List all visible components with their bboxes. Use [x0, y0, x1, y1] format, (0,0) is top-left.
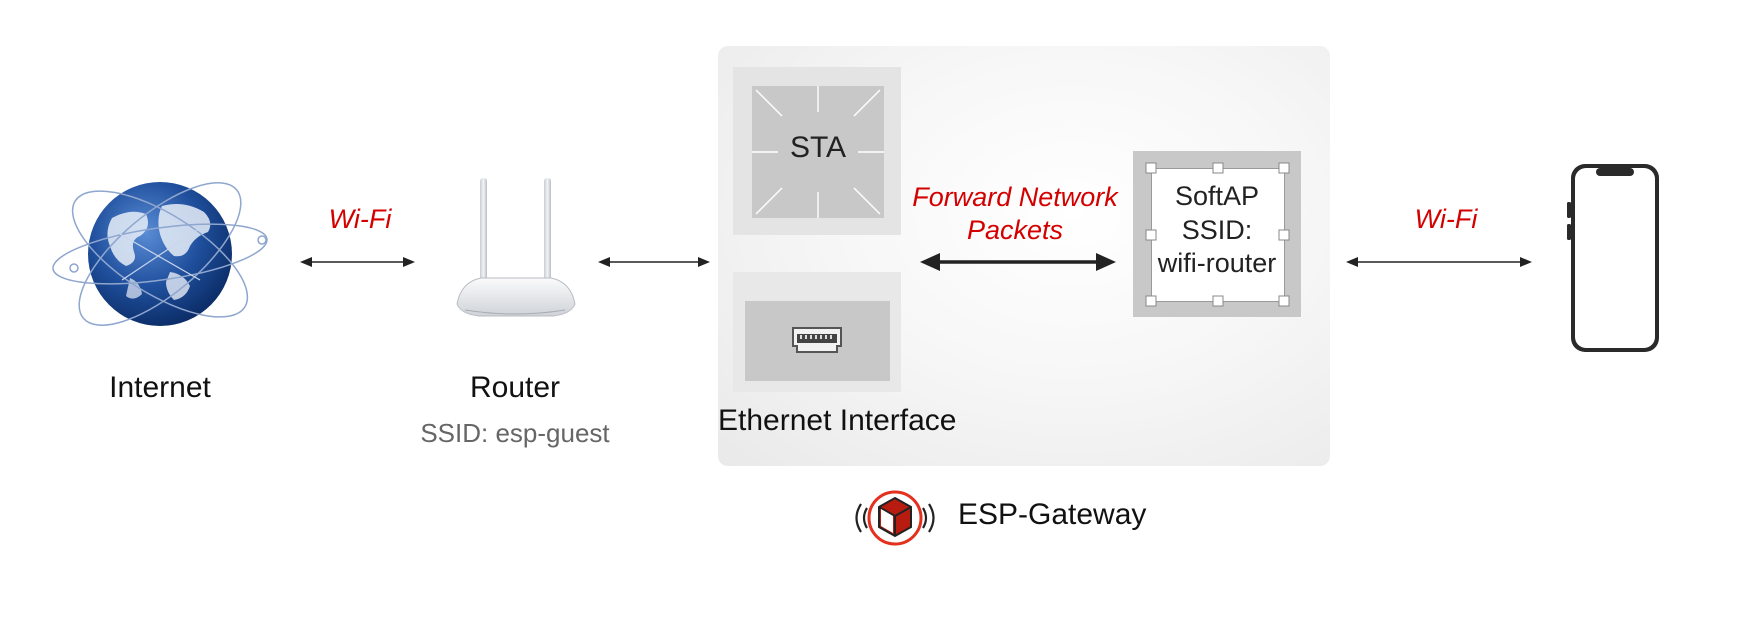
- ethernet-interface-label: Ethernet Interface: [718, 404, 957, 437]
- ethernet-port-icon: [792, 327, 842, 353]
- selection-handles-icon: [1145, 162, 1290, 307]
- esp-gateway-label: ESP-Gateway: [958, 498, 1147, 531]
- internet-label: Internet: [109, 371, 211, 404]
- bidirectional-arrow-softap-phone: [1346, 257, 1532, 267]
- wifi-link-label: Wi-Fi: [328, 204, 392, 234]
- globe-icon: [52, 182, 268, 326]
- wifi-link-label-phone: Wi-Fi: [1414, 204, 1478, 234]
- router-icon: [456, 178, 576, 317]
- bidirectional-arrow-router-gateway: [598, 257, 710, 267]
- softap-label-line1: SoftAP: [1174, 181, 1260, 211]
- softap-label-line3: wifi-router: [1157, 248, 1277, 278]
- forward-packets-label-line2: Packets: [966, 215, 1064, 245]
- router-label: Router: [469, 371, 561, 404]
- bidirectional-arrow-internet-router: [300, 257, 415, 267]
- sta-label: STA: [789, 131, 847, 164]
- esp-gateway-logo-icon: [855, 490, 935, 546]
- forward-packets-label-line1: Forward Network: [912, 182, 1118, 212]
- sta-chip-icon: [752, 86, 884, 218]
- softap-label-line2: SSID:: [1181, 215, 1253, 245]
- smartphone-icon: [1567, 164, 1659, 352]
- router-ssid: SSID: esp-guest: [420, 418, 610, 448]
- bidirectional-arrow-forward: [920, 253, 1116, 271]
